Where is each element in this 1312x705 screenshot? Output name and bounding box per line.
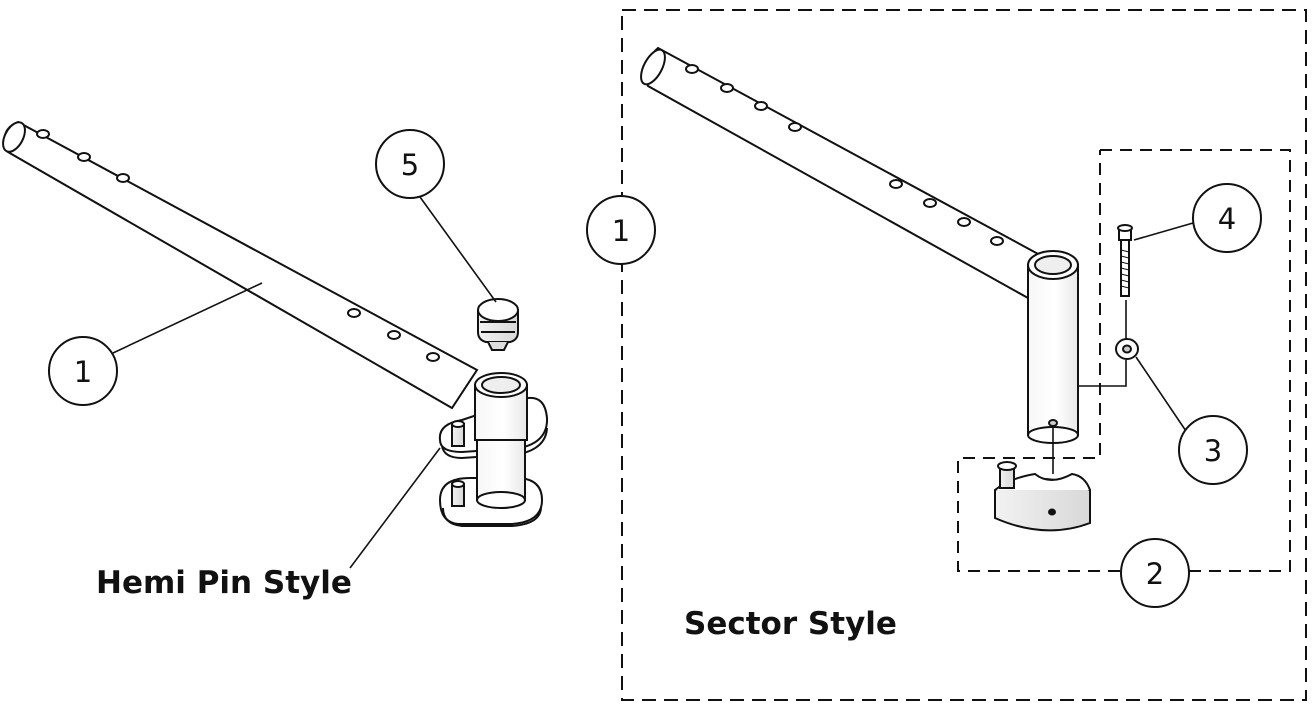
sector-style-title: Sector Style bbox=[684, 606, 897, 642]
hemi-pin-assembly bbox=[2, 120, 549, 527]
sector-block bbox=[994, 461, 1091, 532]
hemi-tube-holes bbox=[36, 129, 440, 362]
sector-inner-frame bbox=[957, 149, 1291, 572]
sector-leaders bbox=[1052, 222, 1194, 474]
sector-outer-frame bbox=[621, 9, 1307, 701]
callout-hemi-tube-label: 1 bbox=[74, 355, 92, 389]
callout-sector-block: 2 bbox=[1120, 538, 1190, 608]
callout-sector-block-label: 2 bbox=[1146, 557, 1164, 591]
sector-assembly bbox=[640, 46, 1139, 532]
callout-sector-washer-label: 3 bbox=[1204, 434, 1222, 468]
sector-washer bbox=[1115, 338, 1139, 360]
callout-sector-frame-label: 1 bbox=[612, 214, 630, 248]
hemi-pin-style-title: Hemi Pin Style bbox=[96, 565, 352, 601]
hemi-tube-end bbox=[2, 121, 26, 153]
sector-post bbox=[1027, 264, 1079, 436]
hemi-leaders bbox=[112, 196, 497, 569]
callout-sector-bolt-label: 4 bbox=[1218, 202, 1236, 236]
hemi-pins bbox=[451, 420, 465, 507]
callout-sector-frame: 1 bbox=[586, 195, 656, 265]
callout-sector-bolt: 4 bbox=[1192, 183, 1262, 253]
sector-tube bbox=[644, 46, 1042, 300]
callout-hemi-tube: 1 bbox=[48, 336, 118, 406]
sector-tube-holes bbox=[685, 64, 1004, 246]
callout-hemi-plug-label: 5 bbox=[401, 148, 419, 182]
callout-hemi-plug: 5 bbox=[375, 129, 445, 199]
sector-bolt bbox=[1117, 224, 1133, 297]
hemi-plug bbox=[477, 298, 519, 351]
callout-sector-washer: 3 bbox=[1178, 415, 1248, 485]
